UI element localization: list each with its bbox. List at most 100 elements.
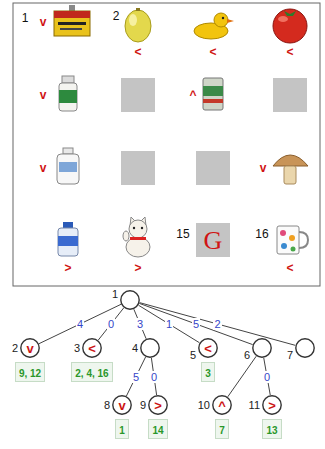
node-ring [295, 338, 315, 358]
edge-weight: 5 [192, 318, 200, 330]
node-number: 11 [249, 399, 260, 412]
bottle-picture [57, 154, 79, 184]
node-circle [199, 339, 217, 357]
direction-symbol: v [118, 399, 125, 412]
edge-weight: 0 [150, 371, 158, 383]
direction-symbol: > [268, 399, 276, 412]
mug-picture [277, 226, 299, 254]
node-ring: < [82, 338, 102, 358]
lemon-stem [136, 8, 140, 11]
empty-cell [273, 78, 307, 112]
node-circle [296, 339, 314, 357]
node-circle [253, 339, 271, 357]
edge-weight: 1 [165, 318, 173, 330]
package-tag [69, 5, 75, 11]
node-number: 5 [190, 349, 196, 362]
tomato-picture [273, 9, 307, 43]
node-circle [213, 396, 231, 414]
bottle-cap [63, 148, 73, 154]
tree-edge [126, 357, 145, 396]
node-number: 9 [140, 399, 146, 412]
mug-pattern [289, 235, 295, 241]
cell-number: 15 [176, 228, 189, 240]
node-circle [263, 396, 281, 414]
duck-eye [222, 17, 224, 19]
result-list: 14 [152, 425, 163, 436]
tree-edge [140, 303, 296, 346]
node-outline [120, 290, 140, 310]
result-box: 3 [201, 362, 215, 382]
node-number: 10 [198, 399, 210, 412]
direction-mark: v [260, 162, 267, 174]
package-print [58, 22, 86, 25]
node-ring: > [262, 395, 282, 415]
node-circle [149, 396, 167, 414]
tree-node: 4 [132, 338, 160, 358]
node-outline [295, 338, 315, 358]
cat-body [126, 237, 150, 257]
mushroom-stem [284, 166, 296, 184]
bottle-cap [62, 76, 74, 83]
goal-letter: G [204, 228, 223, 254]
grid-frame [13, 3, 320, 286]
node-circle [121, 291, 139, 309]
cat-paw [123, 231, 129, 241]
mug-pattern [281, 243, 287, 249]
cell-number: 2 [113, 10, 120, 22]
node-outline [140, 338, 160, 358]
result-list: 13 [266, 425, 277, 436]
package-stripe [54, 11, 90, 18]
mug-handle [299, 232, 308, 248]
bottle-picture [59, 83, 77, 111]
lemon-highlight [129, 14, 137, 26]
tree-edge [98, 308, 124, 340]
direction-mark: < [134, 46, 141, 58]
can-picture [203, 78, 223, 110]
node-circle [141, 339, 159, 357]
node-number: 2 [12, 342, 18, 355]
direction-symbol: < [88, 342, 96, 355]
tree-edge [134, 309, 146, 339]
node-ring: < [198, 338, 218, 358]
tree-node: 7 [287, 338, 315, 358]
node-ring [252, 338, 272, 358]
package-picture [54, 11, 90, 36]
node-ring [140, 338, 160, 358]
bottle-label [59, 90, 77, 103]
empty-cell [196, 151, 230, 185]
tree-node: 8v [104, 395, 132, 415]
result-list: 7 [219, 425, 225, 436]
result-box: 7 [215, 419, 229, 439]
tree-edge [39, 304, 121, 343]
result-box: 14 [148, 419, 167, 439]
result-list: 9, 12 [19, 368, 41, 379]
edge-weight: 4 [76, 318, 84, 330]
direction-mark: v [40, 89, 47, 101]
node-circle [83, 339, 101, 357]
direction-mark: v [40, 16, 47, 28]
node-number: 3 [74, 342, 80, 355]
node-number: 7 [287, 349, 293, 362]
tree-node: 5< [190, 338, 218, 358]
cat-eye [141, 227, 143, 229]
direction-symbol: ^ [218, 399, 226, 412]
direction-mark: > [64, 262, 71, 274]
mug-pattern [291, 247, 296, 252]
tree-edge [264, 358, 271, 395]
node-number: 1 [112, 288, 118, 301]
tomato-highlight [278, 16, 288, 22]
node-number: 6 [244, 349, 250, 362]
tree-node: 10 ^ [198, 395, 232, 415]
tree-edge [139, 303, 252, 344]
direction-symbol: < [204, 342, 212, 355]
tree-node: 11 > [249, 395, 282, 415]
mushroom-cap [273, 155, 308, 166]
node-circle [21, 339, 39, 357]
direction-mark: ^ [189, 89, 196, 101]
cat-eye [133, 227, 135, 229]
tree-node: 3< [74, 338, 102, 358]
bottle-picture [58, 228, 78, 256]
direction-mark: < [286, 262, 293, 274]
